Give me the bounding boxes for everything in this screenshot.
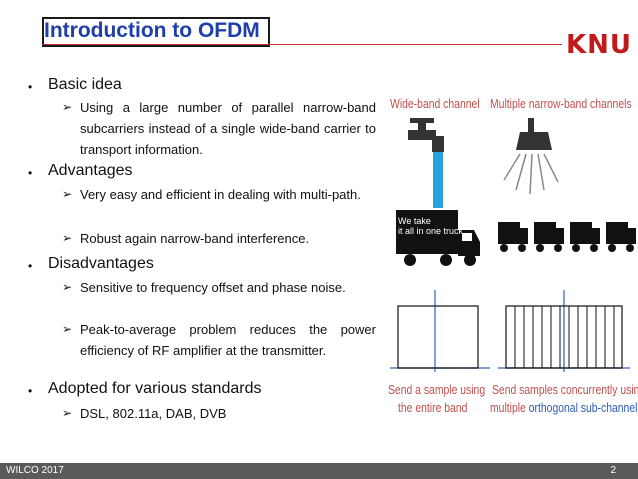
sub-bullet: DSL, 802.11a, DAB, DVB [80, 406, 227, 421]
arrow-icon: ➢ [62, 100, 73, 114]
narrow-band-spectrum [498, 290, 630, 372]
caption-right-line2: multiple orthogonal sub-channels [490, 400, 638, 415]
caption-left-line2: the entire band [398, 400, 468, 415]
truck-caption-line1: We take [398, 216, 431, 226]
truck-caption-line2: it all in one truck. [398, 226, 466, 236]
caption-left-line1: Send a sample using [388, 382, 486, 397]
sub-bullet: Very easy and efficient in dealing with … [80, 187, 361, 202]
page-number: 2 [610, 465, 616, 476]
caption-right-prefix: multiple [490, 400, 529, 415]
caption-right-orthogonal: orthogonal sub-channels [528, 400, 638, 415]
arrow-icon: ➢ [62, 280, 73, 294]
footer-label: WILCO 2017 [6, 465, 64, 476]
bullet-dot: • [28, 166, 33, 180]
truck-icon [396, 210, 480, 266]
narrow-band-label: Multiple narrow-band channels [490, 96, 632, 111]
caption-right-line1: Send samples concurrently using [492, 382, 638, 397]
bullet-advantages: Advantages [48, 162, 133, 179]
wide-band-spectrum [390, 290, 490, 372]
sub-bullet: Using a large number of parallel narrow-… [80, 100, 376, 157]
arrow-icon: ➢ [62, 322, 73, 336]
shower-icon [503, 118, 559, 195]
arrow-icon: ➢ [62, 231, 73, 245]
sub-bullet: Sensitive to frequency offset and phase … [80, 280, 346, 295]
small-trucks-icon [498, 222, 636, 252]
title-frame [42, 17, 270, 47]
bullet-standards: Adopted for various standards [48, 380, 262, 397]
arrow-icon: ➢ [62, 187, 73, 201]
truck-caption: We take it all in one truck. [398, 216, 466, 236]
bullet-disadvantages: Disadvantages [48, 255, 154, 272]
faucet-icon [408, 118, 444, 208]
bullet-dot: • [28, 80, 33, 94]
wide-band-label: Wide-band channel [390, 96, 480, 111]
footer-bar: WILCO 2017 2 [0, 463, 638, 479]
bullet-dot: • [28, 259, 33, 273]
ofdm-illustration [390, 118, 636, 372]
bullet-dot: • [28, 384, 33, 398]
bullet-basic-idea: Basic idea [48, 76, 122, 93]
title-underline [42, 44, 562, 45]
sub-bullet: Robust again narrow-band interference. [80, 231, 310, 246]
slide-title: Introduction to OFDM [44, 19, 260, 42]
knu-logo: KNU [566, 30, 633, 60]
sub-bullet: Peak-to-average problem reduces the powe… [80, 322, 376, 358]
arrow-icon: ➢ [62, 406, 73, 420]
